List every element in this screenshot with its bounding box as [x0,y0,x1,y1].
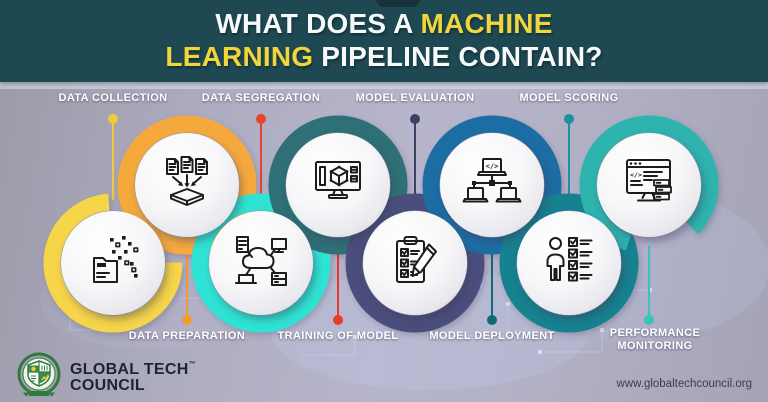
connector-dot-data-preparation [182,315,192,325]
ring-model-evaluation [345,193,485,333]
title-line-2: LEARNING PIPELINE CONTAIN? [165,41,603,72]
global-tech-council-logo-icon [17,352,61,397]
ring-training-of-model [268,115,408,255]
brand-name-line2: COUNCIL [70,376,145,394]
connector-dot-model-evaluation [410,114,420,124]
documents-into-box-icon [166,156,208,206]
brand-name-line1: GLOBAL TECH™ [70,360,196,378]
stage-connectors [108,114,654,325]
stage-label-model-scoring: MODEL SCORING [519,92,619,104]
stage-label-model-evaluation: MODEL EVALUATION [355,92,475,104]
connector-dot-data-segregation [256,114,266,124]
title-line-1: WHAT DOES A MACHINE [215,8,553,39]
cloud-device-network-icon [235,236,287,286]
disc-data-collection [61,211,165,315]
header-underline-band [0,82,768,89]
connector-dot-data-collection [108,114,118,124]
connector-dot-training-of-model [333,315,343,325]
disc-data-segregation [209,211,313,315]
disc-performance-monitoring [597,133,701,237]
connector-dot-performance-monitoring [644,315,654,325]
header-banner: WHAT DOES A MACHINE LEARNING PIPELINE CO… [0,0,768,82]
folder-data-points-icon [93,236,139,283]
brand-logo-block: GLOBAL TECH™ COUNCIL [16,352,196,398]
code-deploy-laptops-icon: </> [462,158,522,203]
disc-model-evaluation [363,211,467,315]
trademark-symbol: ™ [188,360,196,368]
ring-model-deployment [422,115,562,255]
stage-label-model-deployment: MODEL DEPLOYMENT [429,330,555,342]
brand-text: GLOBAL TECH™ COUNCIL [70,357,196,394]
stage-label-data-segregation: DATA SEGREGATION [201,92,321,104]
pipeline-chain-rings [43,115,719,333]
svg-text:</>: </> [486,163,499,171]
stage-label-data-collection: DATA COLLECTION [58,92,168,104]
website-url: www.globaltechcouncil.org [616,378,752,390]
person-checklist-icon [546,237,593,282]
browser-code-monitor-icon: </> [626,159,672,202]
svg-text:</>: </> [630,171,642,179]
ring-performance-monitoring [579,115,719,255]
ring-data-collection [43,193,183,333]
ring-data-preparation [117,115,257,255]
connector-dot-model-scoring [564,114,574,124]
ring-model-scoring [499,193,639,333]
connector-dot-model-deployment [487,315,497,325]
ring-data-segregation [191,193,331,333]
stage-label-data-preparation: DATA PREPARATION [128,330,246,342]
clipboard-checklist-pencil-icon [396,236,437,283]
monitor-3d-cube-icon [315,161,361,199]
page-title: WHAT DOES A MACHINE LEARNING PIPELINE CO… [0,0,768,73]
stage-label-performance-monitoring: PERFORMANCE MONITORING [609,327,701,352]
stage-label-training-of-model: TRAINING OF MODEL [277,330,399,342]
header-notch [375,0,421,7]
